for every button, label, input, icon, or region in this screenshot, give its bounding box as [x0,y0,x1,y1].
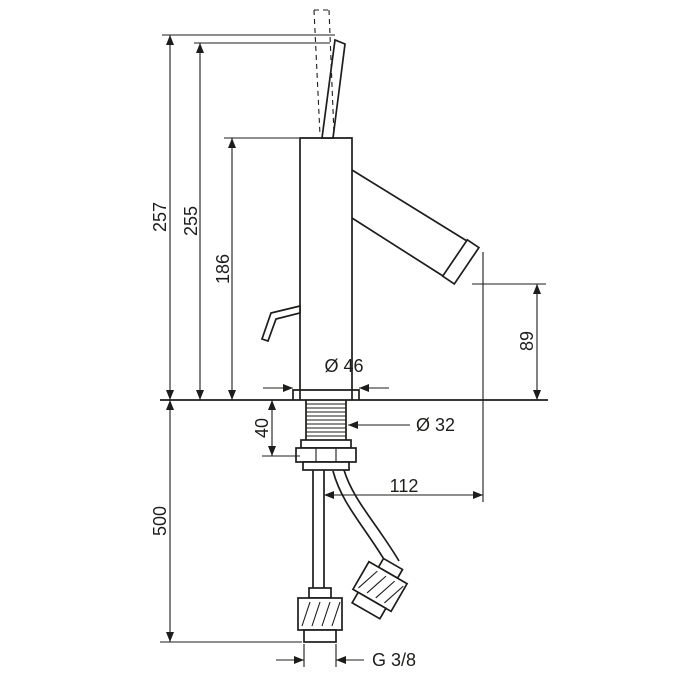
dimension-112: 112 [324,476,483,499]
dimension-186: 186 [213,138,236,400]
extension-lines [160,34,546,667]
hose-connector-right [350,557,409,620]
supply-hose-left [312,470,325,588]
dimension-255: 255 [181,43,204,400]
spout [351,169,468,277]
dim-500-label: 500 [150,506,170,536]
dimension-dia46: Ø 46 [263,356,389,392]
dimension-89: 89 [517,284,541,400]
supply-hose-right [332,469,400,567]
dimension-500: 500 [150,400,174,642]
dim-thread-label: G 3/8 [372,650,416,670]
dimension-thread: G 3/8 [276,650,416,670]
mounting-nut-flats [315,448,337,462]
dimension-257: 257 [150,35,174,400]
handle-lever [321,38,346,139]
dim-112-label: 112 [390,476,419,496]
hose-connector-left [297,587,343,643]
dimension-dia32: Ø 32 [348,415,455,435]
dimension-annotations: 257 255 186 89 500 40 [150,34,546,670]
mounting-washer-top [300,439,352,449]
handle-raised-dashed [313,9,335,136]
mounting-washer-bottom [302,461,350,471]
dim-257-label: 257 [150,202,170,232]
dim-89-label: 89 [517,331,537,351]
dim-255-label: 255 [181,206,201,236]
dim-40-label: 40 [252,418,272,438]
connector-thread-stub [350,591,388,620]
aerator [441,238,481,286]
dimension-40: 40 [252,400,276,456]
popup-rod-lever [260,304,301,343]
connector-thread-stub [303,629,337,643]
connector-knurl [301,601,341,627]
faucet-outline [160,9,548,401]
connector-sleeve [308,587,332,599]
mounting-nut [295,447,357,463]
dim-186-label: 186 [213,254,233,284]
dim-dia32-label: Ø 32 [416,415,455,435]
dim-dia46-label: Ø 46 [324,356,363,376]
undercounter-assembly [295,400,409,643]
shank-threads [306,403,346,437]
base-flange [292,389,360,400]
connector-knurl [358,570,404,604]
